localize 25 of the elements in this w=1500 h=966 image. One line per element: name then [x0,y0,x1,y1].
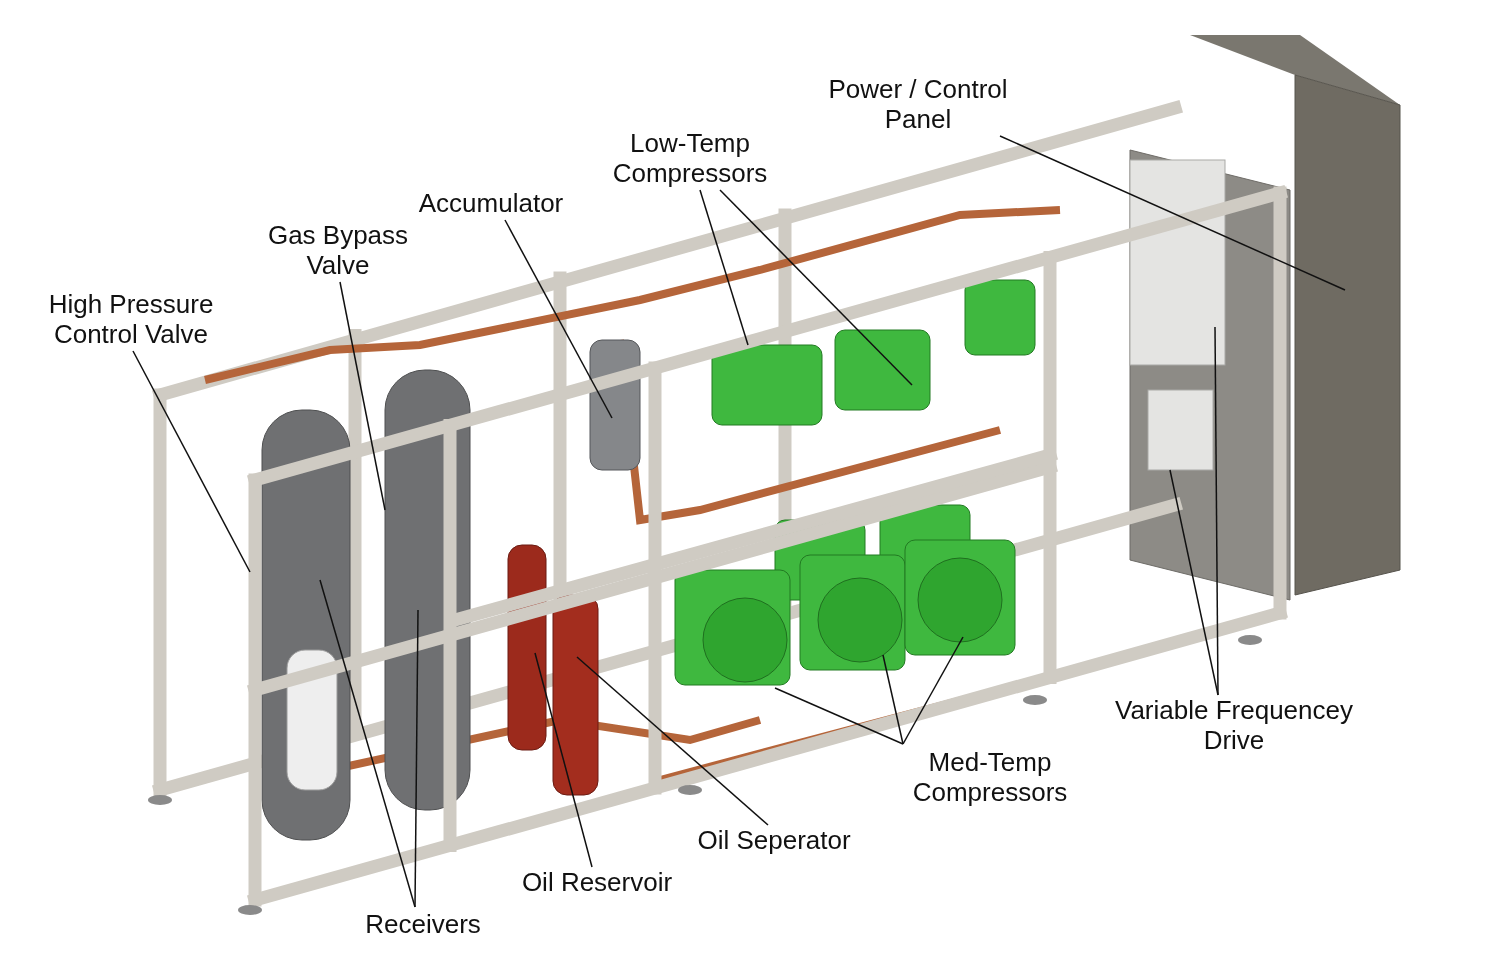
leader-line [774,687,904,745]
part-label: Variable Frequencey Drive [1098,695,1370,755]
part-label: Med-Temp Compressors [898,747,1082,807]
leader-line [1169,469,1219,696]
part-label: Gas Bypass Valve [248,220,428,280]
part-label: Oil Reservoir [512,867,682,897]
part-label: High Pressure Control Valve [36,289,226,349]
part-label: Low-Temp Compressors [598,128,782,188]
leader-line [534,652,593,868]
leader-line [999,135,1346,291]
leader-line [576,656,769,826]
part-label: Receivers [357,909,489,939]
part-label: Oil Seperator [685,825,863,855]
leader-line [1214,326,1219,696]
leader-line [699,189,749,346]
leader-line [339,281,386,511]
leader-line [319,579,416,908]
leader-line [719,189,913,386]
leader-line [504,219,613,419]
leader-line [882,654,904,745]
leader-line [902,636,964,745]
leader-line [414,609,419,908]
leader-line [132,350,251,573]
part-label: Accumulator [405,188,577,218]
part-label: Power / Control Panel [812,74,1024,134]
